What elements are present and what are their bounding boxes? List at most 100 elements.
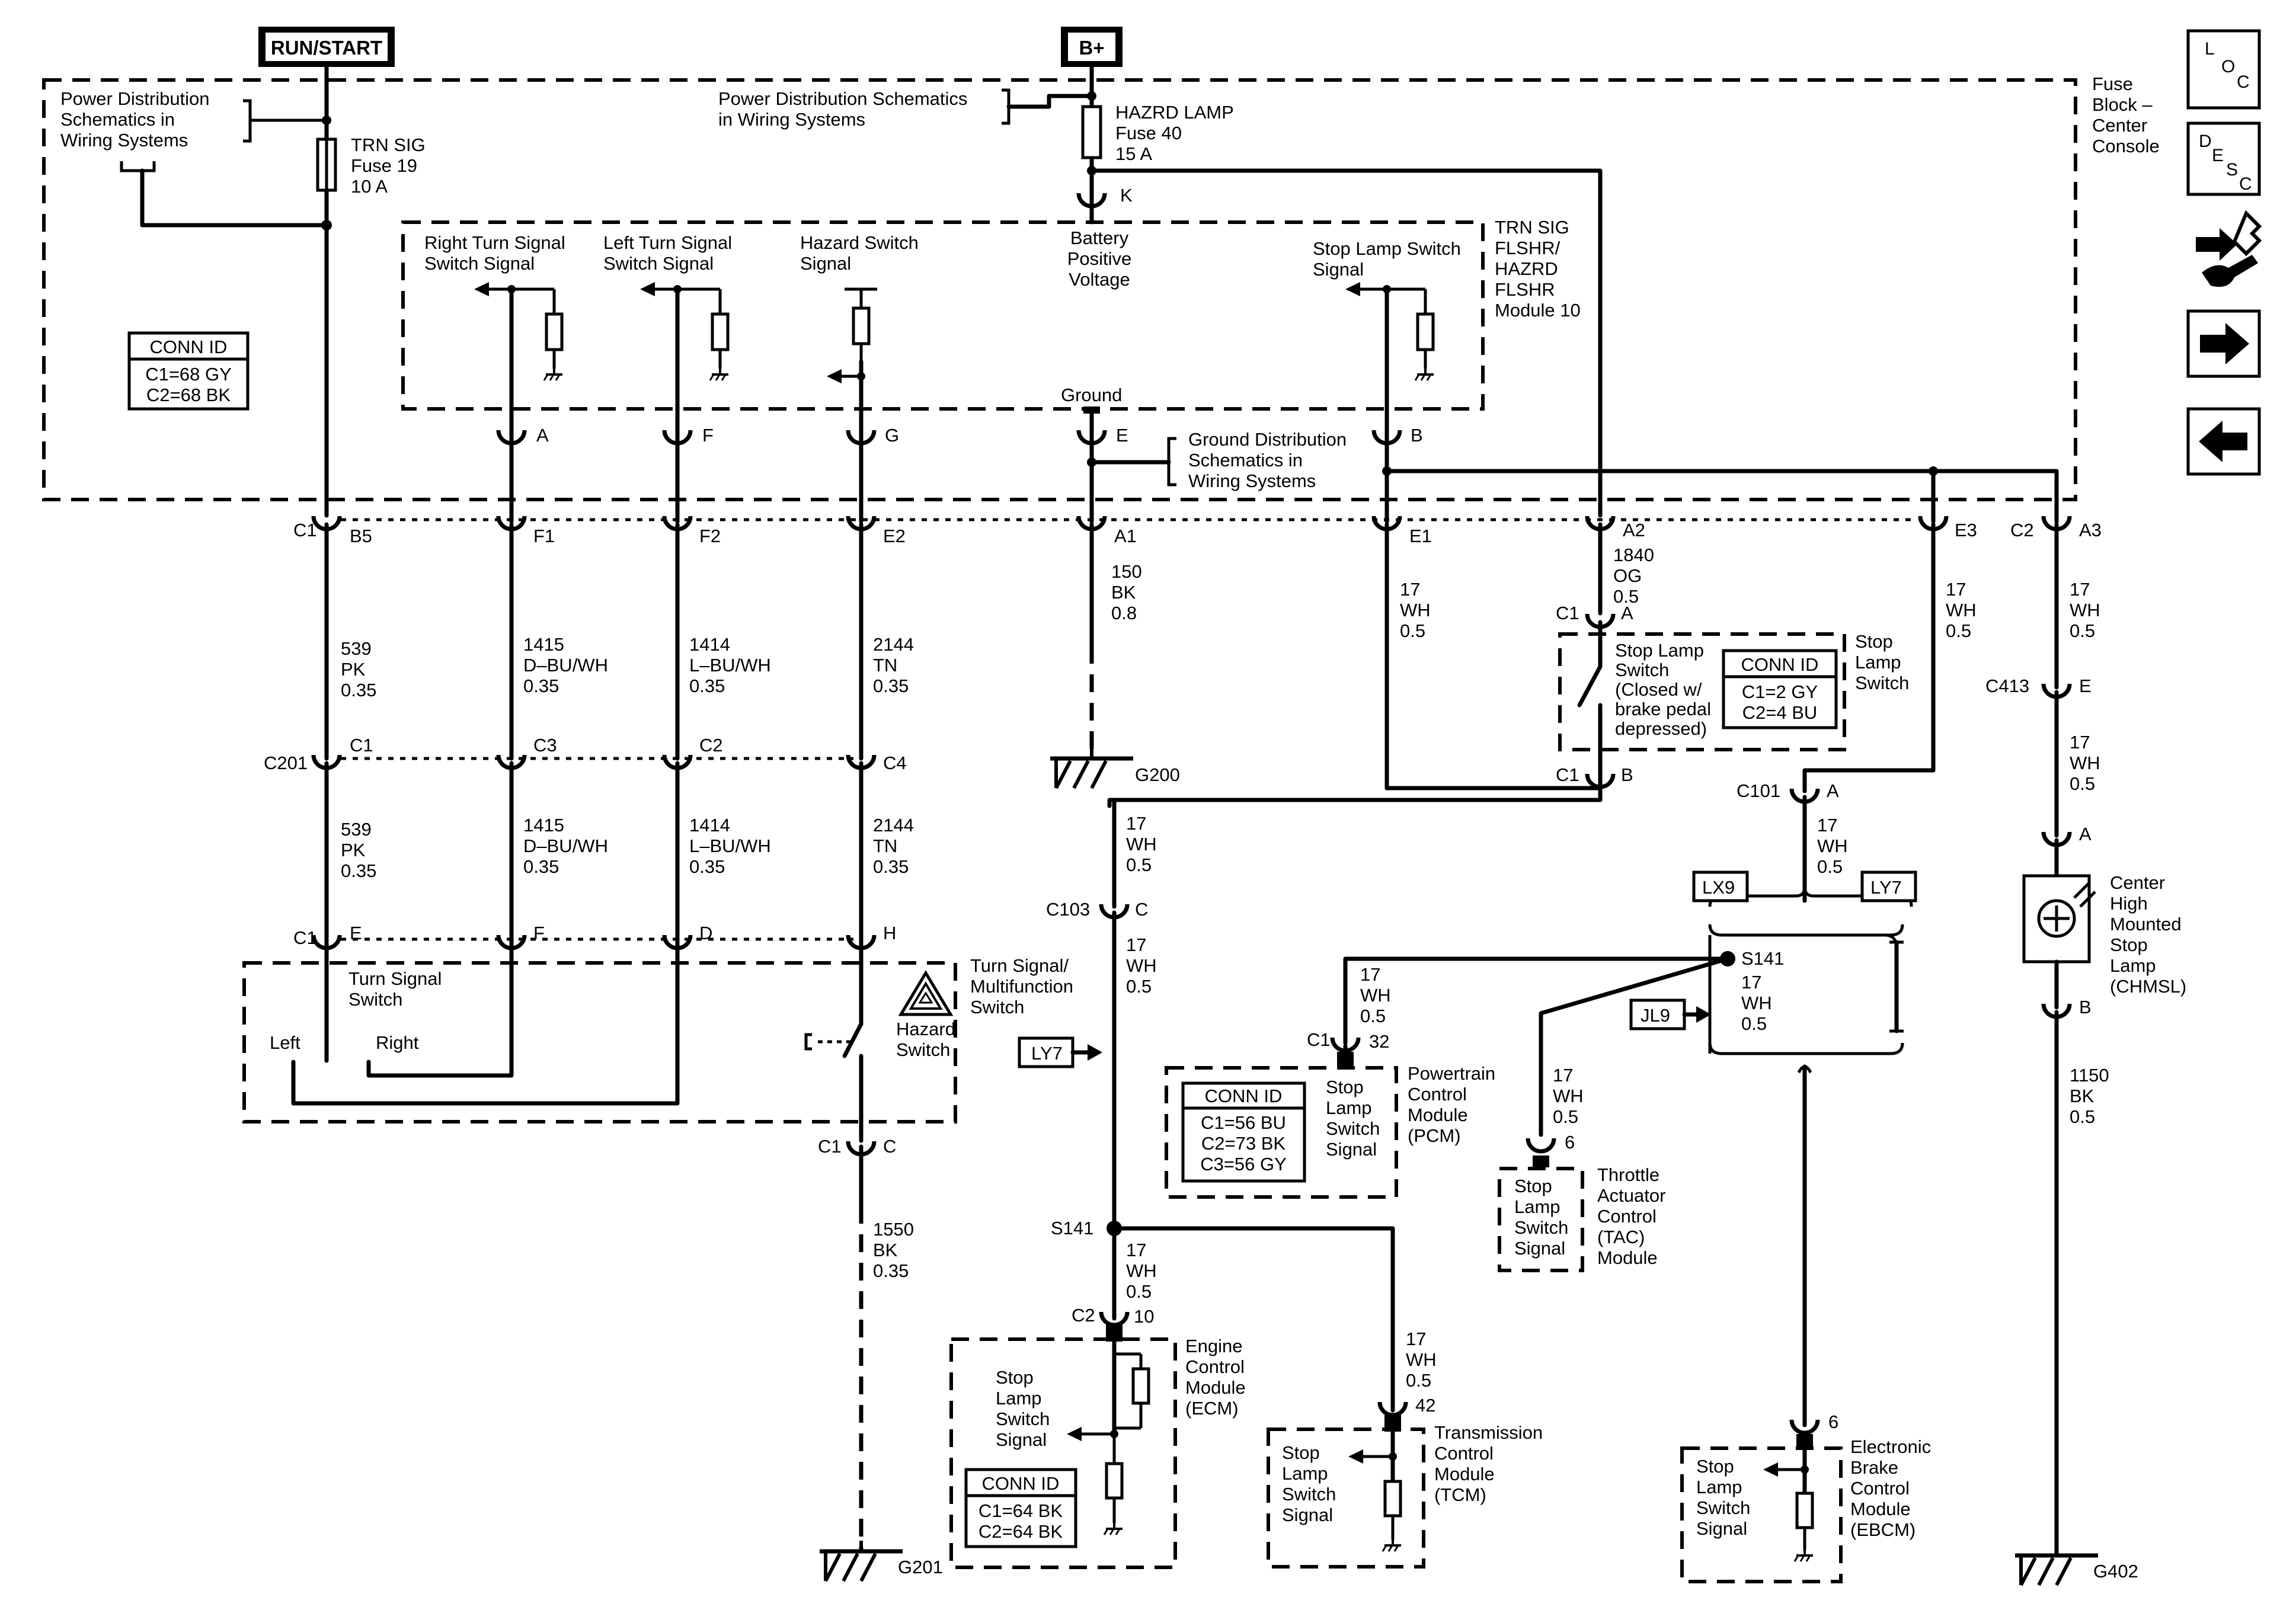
svg-text:Fuse 40: Fuse 40 (1115, 123, 1182, 143)
next-button[interactable] (2186, 309, 2261, 378)
svg-text:Signal: Signal (1696, 1518, 1747, 1539)
svg-text:S141: S141 (1051, 1218, 1093, 1238)
svg-text:F1: F1 (533, 526, 555, 546)
wire-og1840: 1840 OG 0.5 (1613, 545, 1654, 607)
svg-text:17: 17 (1126, 1240, 1146, 1260)
svg-text:Right Turn Signal: Right Turn Signal (424, 232, 565, 253)
svg-text:C2=4 BU: C2=4 BU (1742, 702, 1818, 723)
troubleshoot-icon[interactable] (2196, 210, 2262, 287)
svg-text:539: 539 (341, 638, 372, 659)
svg-text:PK: PK (341, 659, 366, 680)
svg-text:E: E (1116, 425, 1128, 446)
ebcm-name: Electronic Brake Control Module (EBCM) (1850, 1436, 1931, 1540)
connector-row-c1: C1 B5 F1 F2 E2 A1 E1 A2 E3 C2 A3 (293, 516, 2102, 546)
svg-text:C4: C4 (883, 753, 907, 773)
svg-text:A1: A1 (1114, 526, 1137, 546)
svg-text:0.35: 0.35 (341, 860, 376, 881)
stop-lamp-switch-text: Stop Lamp Switch (Closed w/ brake pedal … (1615, 640, 1711, 739)
svg-text:17: 17 (1741, 972, 1761, 993)
svg-text:C: C (2237, 72, 2250, 92)
svg-text:Schematics in: Schematics in (60, 109, 175, 130)
svg-text:C2=73 BK: C2=73 BK (1201, 1133, 1286, 1154)
tcm-connector: 42 (1380, 1395, 1435, 1416)
svg-text:S141: S141 (1741, 948, 1784, 969)
c201-connector: C201 C1 C3 C2 C4 (264, 735, 907, 773)
svg-text:CONN ID: CONN ID (1205, 1086, 1283, 1106)
wire-lbu-top: 1414 L–BU/WH 0.35 (689, 634, 771, 696)
svg-text:Ground Distribution: Ground Distribution (1188, 429, 1347, 450)
svg-text:G: G (885, 425, 899, 446)
svg-text:0.35: 0.35 (689, 856, 725, 877)
ebcm-connector: 6 (1792, 1411, 1838, 1448)
svg-text:Power Distribution: Power Distribution (60, 88, 210, 109)
wire-pk-top: 539 PK 0.35 (341, 638, 376, 700)
svg-text:TN: TN (873, 655, 897, 676)
svg-text:Module: Module (1434, 1464, 1495, 1484)
wire-wh-s141r: 17 WH 0.5 (1741, 972, 1772, 1034)
svg-text:High: High (2110, 893, 2148, 914)
svg-text:A2: A2 (1623, 520, 1645, 540)
turn-switch-c1c: C1 C (818, 1136, 896, 1157)
tcm-internal (1348, 1415, 1402, 1553)
svg-text:17: 17 (1817, 815, 1837, 836)
svg-text:CONN ID: CONN ID (1741, 654, 1819, 675)
svg-text:B5: B5 (350, 526, 372, 546)
c413-connector: C413 E (1985, 676, 2092, 697)
loc-button[interactable]: L O C (2186, 29, 2261, 110)
svg-text:0.5: 0.5 (1817, 856, 1843, 877)
svg-text:Switch Signal: Switch Signal (603, 253, 714, 274)
ebcm-signal: Stop Lamp Switch Signal (1696, 1456, 1750, 1539)
wire-bk1550: 1550 BK 0.35 (873, 1219, 914, 1281)
svg-text:Throttle: Throttle (1597, 1164, 1659, 1185)
svg-text:Ground: Ground (1061, 385, 1122, 405)
svg-text:Signal: Signal (800, 253, 851, 274)
tcm-signal: Stop Lamp Switch Signal (1282, 1442, 1336, 1525)
wire-pk-bot: 539 PK 0.35 (341, 819, 376, 881)
svg-text:Lamp: Lamp (996, 1388, 1042, 1409)
svg-text:C1=56 BU: C1=56 BU (1201, 1112, 1286, 1133)
svg-text:WH: WH (1553, 1086, 1584, 1106)
svg-text:BK: BK (873, 1240, 898, 1260)
wire-tn-bot: 2144 TN 0.35 (873, 815, 914, 877)
svg-text:Wiring Systems: Wiring Systems (60, 130, 188, 151)
svg-text:539: 539 (341, 819, 372, 840)
svg-text:15 A: 15 A (1115, 143, 1152, 164)
svg-text:C201: C201 (264, 753, 308, 773)
ecm-connector: C2 10 (1072, 1305, 1154, 1327)
svg-text:Wiring Systems: Wiring Systems (1188, 470, 1316, 491)
svg-text:LY7: LY7 (1870, 877, 1902, 898)
svg-text:A: A (2079, 824, 2092, 844)
svg-text:G402: G402 (2093, 1561, 2138, 1582)
svg-text:2144: 2144 (873, 634, 914, 655)
svg-text:FLSHR/: FLSHR/ (1495, 238, 1560, 258)
svg-text:0.5: 0.5 (1126, 854, 1152, 875)
svg-text:6: 6 (1828, 1411, 1838, 1432)
wire-dbu-top: 1415 D–BU/WH 0.35 (523, 634, 608, 696)
svg-text:Lamp: Lamp (1514, 1196, 1560, 1217)
previous-button[interactable] (2186, 407, 2261, 476)
svg-text:C1=64 BK: C1=64 BK (978, 1500, 1063, 1521)
svg-text:TRN SIG: TRN SIG (351, 135, 426, 155)
svg-text:Lamp: Lamp (1326, 1097, 1372, 1118)
svg-text:WH: WH (2070, 753, 2100, 773)
svg-text:Control: Control (1597, 1206, 1657, 1227)
svg-text:C103: C103 (1046, 899, 1090, 920)
wire-wh-tac: 17 WH 0.5 (1553, 1065, 1584, 1127)
g402-ground: G402 (2015, 1545, 2138, 1585)
svg-text:K: K (1120, 185, 1133, 206)
desc-button[interactable]: D E S C (2186, 121, 2261, 196)
fuse-block-box (42, 78, 2077, 501)
wire-bk150: 150 BK 0.8 (1111, 561, 1142, 623)
svg-text:Stop Lamp Switch: Stop Lamp Switch (1313, 238, 1461, 259)
svg-text:E: E (2079, 676, 2092, 696)
svg-text:Control: Control (1434, 1443, 1494, 1464)
ly7-option: LY7 (1860, 870, 1917, 902)
svg-text:Signal: Signal (996, 1429, 1047, 1450)
svg-text:H: H (883, 923, 896, 943)
svg-text:Lamp: Lamp (1855, 652, 1901, 673)
svg-text:Switch: Switch (1855, 673, 1909, 693)
ecm-name: Engine Control Module (ECM) (1185, 1336, 1246, 1419)
svg-text:Block –: Block – (2092, 94, 2153, 115)
chmsl-lamp: A B (2022, 824, 2096, 1558)
wire-wh-e1: 17 WH 0.5 (1400, 579, 1431, 641)
